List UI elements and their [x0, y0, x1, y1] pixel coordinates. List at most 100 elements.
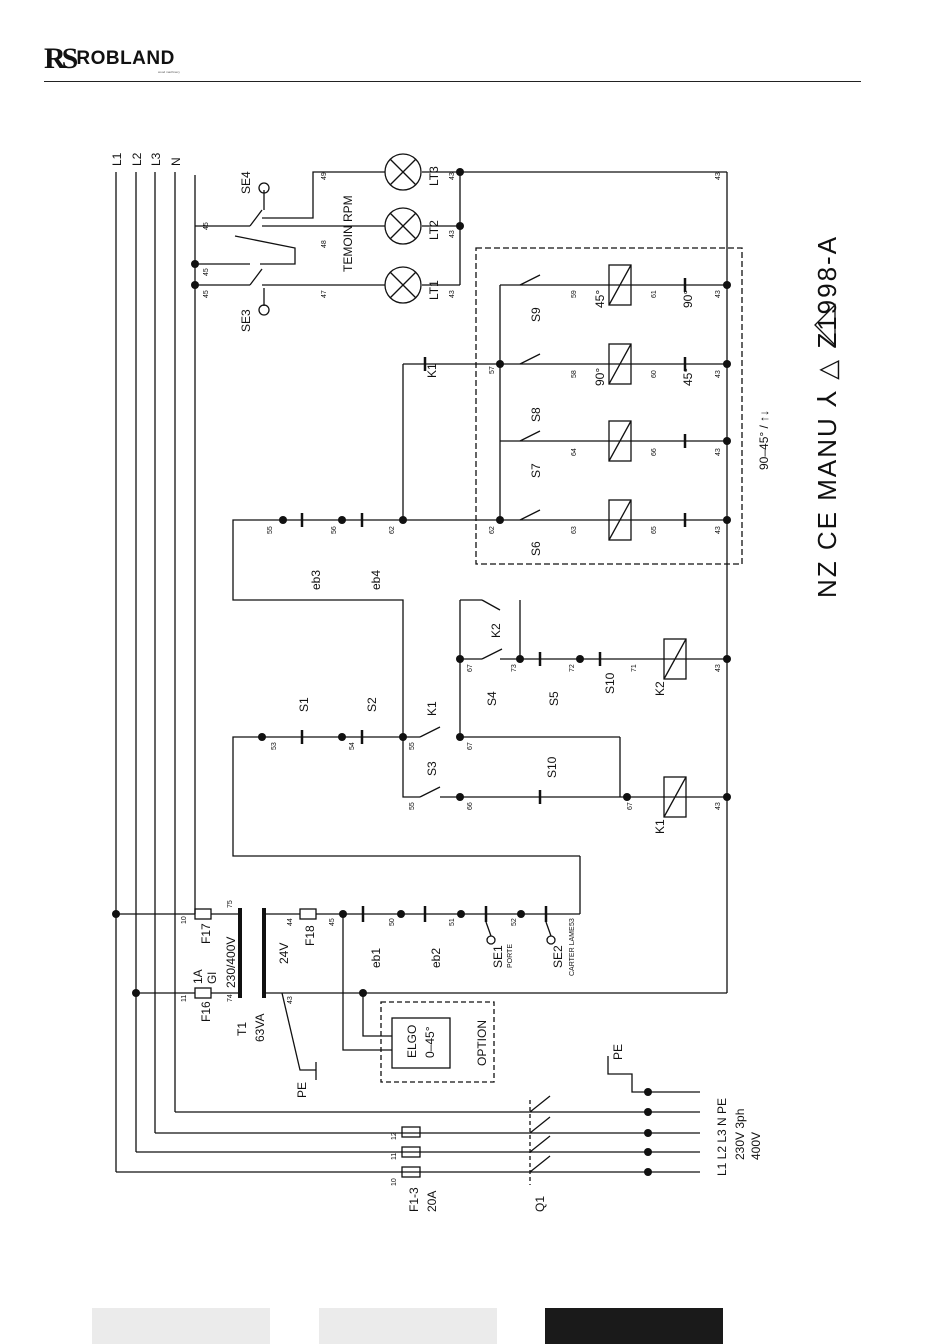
transformer-name: T1	[235, 1022, 249, 1036]
safety-se1: SE1	[491, 945, 505, 968]
svg-text:50: 50	[389, 918, 396, 926]
fuse-f18-label: F18	[303, 925, 317, 946]
svg-text:49: 49	[321, 172, 328, 180]
button-s10: S10	[603, 672, 617, 694]
svg-text:60: 60	[651, 370, 658, 378]
svg-text:66: 66	[651, 448, 658, 456]
supply-voltage-230: 230V 3ph	[733, 1109, 747, 1160]
supply-voltage-400: 400V	[749, 1132, 763, 1160]
svg-text:43: 43	[715, 448, 722, 456]
coil-45-a: 45°	[593, 290, 607, 308]
svg-text:43: 43	[715, 290, 722, 298]
button-s9: S9	[529, 307, 543, 322]
svg-text:59: 59	[571, 290, 578, 298]
rail-label-l2: L2	[130, 152, 144, 166]
footer-tab-3	[545, 1308, 723, 1344]
tilt-caption: 90–45° / ↑↓	[757, 410, 771, 470]
safety-se2: SE2	[551, 945, 565, 968]
svg-text:66: 66	[467, 802, 474, 810]
fuse-f16-rating: 1A	[191, 969, 205, 984]
svg-text:71: 71	[631, 664, 638, 672]
fuse-f1-3-rating: 20A	[425, 1191, 439, 1212]
brand-mark: RS	[44, 42, 78, 75]
coil-90-a: 90°	[593, 368, 607, 386]
svg-text:10: 10	[391, 1178, 398, 1186]
svg-text:44: 44	[287, 918, 294, 926]
speed-switch-se3: SE3	[239, 309, 253, 332]
transformer-secondary: 24V	[277, 943, 291, 964]
page-header: RS ROBLAND wood machinery	[0, 0, 950, 90]
button-s8: S8	[529, 407, 543, 422]
svg-text:45: 45	[329, 918, 336, 926]
safety-se1-sub: PORTE	[507, 944, 514, 968]
svg-text:11: 11	[181, 995, 188, 1002]
svg-text:55: 55	[409, 802, 416, 810]
svg-text:43: 43	[715, 664, 722, 672]
button-s1: S1	[297, 697, 311, 712]
fuse-f16-type: Gl	[205, 972, 219, 984]
svg-text:43: 43	[287, 996, 294, 1004]
svg-text:43: 43	[715, 802, 722, 810]
pe-label-transformer: PE	[295, 1082, 309, 1098]
svg-text:56: 56	[331, 526, 338, 534]
svg-text:43: 43	[715, 370, 722, 378]
svg-text:47: 47	[321, 290, 328, 298]
button-s4: S4	[485, 691, 499, 706]
rail-label-n: N	[169, 157, 183, 166]
button-s5: S5	[547, 691, 561, 706]
contactor-k2: K2	[653, 681, 667, 696]
lamp-lt2: LT2	[427, 220, 441, 240]
brand-subtitle: wood machinery	[158, 70, 180, 74]
footer-tab-1	[92, 1308, 270, 1344]
fuse-f1-3-label: F1-3	[407, 1187, 421, 1212]
contactor-k1: K1	[653, 819, 667, 834]
contactor-k2-hold: K2	[489, 623, 503, 638]
svg-text:64: 64	[571, 448, 578, 456]
svg-text:43: 43	[449, 230, 456, 238]
brand-logo: RS ROBLAND	[44, 42, 175, 76]
svg-text:48: 48	[321, 240, 328, 248]
svg-text:51: 51	[449, 918, 456, 926]
svg-text:67: 67	[467, 742, 474, 750]
lamp-caption: TEMOIN RPM	[341, 195, 355, 272]
button-s10-row: S10	[545, 756, 559, 778]
option-label: OPTION	[475, 1020, 489, 1066]
coil-90-b: 90°	[681, 290, 695, 308]
interlock-eb1: eb1	[369, 948, 383, 968]
footer-tab-2	[319, 1308, 497, 1344]
button-s3: S3	[425, 761, 439, 776]
svg-text:67: 67	[627, 802, 634, 810]
svg-text:61: 61	[651, 290, 658, 298]
svg-text:63: 63	[571, 526, 578, 534]
interlock-eb4: eb4	[369, 570, 383, 590]
svg-text:74: 74	[227, 994, 234, 1002]
brand-name: ROBLAND	[76, 48, 175, 69]
header-divider	[44, 81, 861, 82]
fuse-f16-label: F16	[199, 1001, 213, 1022]
button-s6: S6	[529, 541, 543, 556]
svg-text:55: 55	[409, 742, 416, 750]
coil-45-b: 45°	[681, 368, 695, 386]
lamp-lt3: LT3	[427, 166, 441, 186]
svg-text:57: 57	[489, 366, 496, 374]
svg-text:53: 53	[569, 918, 576, 926]
svg-text:11: 11	[391, 1153, 398, 1160]
svg-text:73: 73	[511, 664, 518, 672]
svg-text:52: 52	[511, 918, 518, 926]
interlock-eb2: eb2	[429, 948, 443, 968]
safety-se2-sub: CARTER LAME	[569, 926, 576, 976]
svg-text:43: 43	[715, 526, 722, 534]
svg-text:43: 43	[449, 290, 456, 298]
svg-text:10: 10	[181, 916, 188, 924]
speed-switch-se4: SE4	[239, 171, 253, 194]
rail-label-l1: L1	[110, 152, 124, 166]
svg-text:62: 62	[389, 526, 396, 534]
svg-text:54: 54	[349, 742, 356, 750]
fuse-f17-label: F17	[199, 923, 213, 944]
option-range: 0–45°	[423, 1026, 437, 1058]
svg-text:53: 53	[271, 742, 278, 750]
contactor-k1-tilt: K1	[425, 363, 439, 378]
transformer-power: 63VA	[253, 1014, 267, 1042]
svg-text:55: 55	[267, 526, 274, 534]
